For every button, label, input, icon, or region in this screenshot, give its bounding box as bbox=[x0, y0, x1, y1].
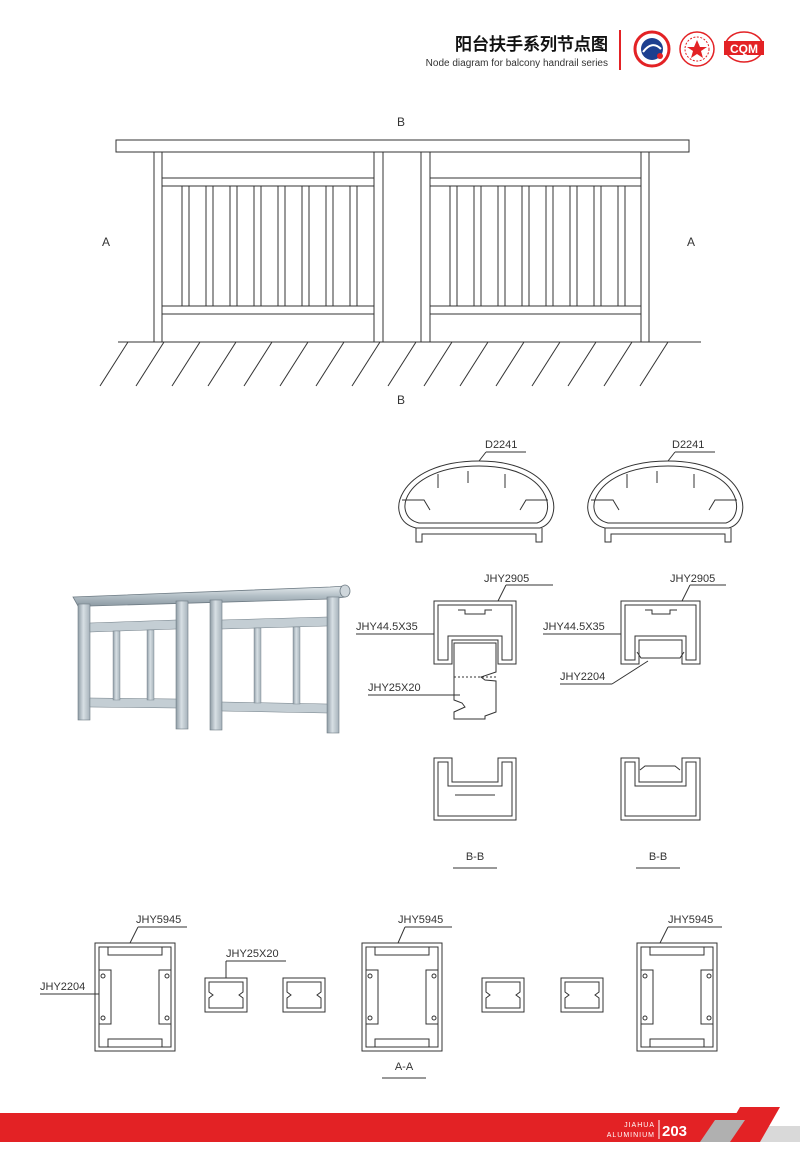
elevation-post-center-b bbox=[420, 151, 431, 343]
ground-hatch-line bbox=[207, 341, 237, 387]
label-d2241-left: D2241 bbox=[485, 439, 517, 451]
ground-hatch-line bbox=[315, 341, 345, 387]
page-number: 203 bbox=[662, 1123, 687, 1140]
railing-elevation: B B A A bbox=[99, 115, 701, 407]
quality-seal-icon bbox=[679, 31, 715, 67]
railing-3d-render bbox=[72, 584, 351, 734]
ground-hatch-line bbox=[279, 341, 309, 387]
label-jhy25x20-bottom: JHY25X20 bbox=[226, 948, 279, 960]
elevation-baluster bbox=[593, 185, 602, 307]
label-aa: A-A bbox=[395, 1061, 414, 1073]
page-title-cn: 阳台扶手系列节点图 bbox=[455, 34, 608, 55]
page-title-en: Node diagram for balcony handrail series bbox=[426, 58, 608, 69]
label-jhy5945-1: JHY5945 bbox=[136, 914, 181, 926]
ground-hatch-line bbox=[243, 341, 273, 387]
elevation-baluster bbox=[473, 185, 482, 307]
elevation-balusters bbox=[181, 185, 626, 307]
elevation-baluster bbox=[349, 185, 358, 307]
elevation-post-center-a bbox=[373, 151, 384, 343]
ground-hatch-line bbox=[387, 341, 417, 387]
elevation-baluster bbox=[449, 185, 458, 307]
elevation-handrail bbox=[115, 139, 690, 153]
ground-hatch-line bbox=[99, 341, 129, 387]
aa-insert-3 bbox=[481, 977, 525, 1013]
aa-insert-4 bbox=[560, 977, 604, 1013]
certification-logo-icon bbox=[633, 30, 671, 68]
section-label-a-left: A bbox=[102, 235, 110, 249]
d2241-profile-right: D2241 bbox=[587, 439, 744, 543]
aa-insert-1 bbox=[204, 977, 248, 1013]
label-bb-left: B-B bbox=[466, 851, 484, 863]
label-d2241-right: D2241 bbox=[672, 439, 704, 451]
section-label-a-right: A bbox=[687, 235, 695, 249]
label-jhy5945-2: JHY5945 bbox=[398, 914, 443, 926]
ground-hatch-line bbox=[351, 341, 381, 387]
label-jhy25x20-mid: JHY25X20 bbox=[368, 682, 421, 694]
page-header: 阳台扶手系列节点图 Node diagram for balcony handr… bbox=[426, 30, 764, 70]
elevation-baluster bbox=[181, 185, 190, 307]
ground-hatch-line bbox=[567, 341, 597, 387]
d2241-profiles: D2241 D2241 bbox=[398, 439, 744, 543]
aa-post-center bbox=[361, 942, 443, 1052]
elevation-baluster bbox=[545, 185, 554, 307]
ground-hatch-line bbox=[639, 341, 669, 387]
ground-hatch-line bbox=[459, 341, 489, 387]
elevation-bottom-rail-left bbox=[161, 305, 375, 315]
d2241-profile-left: D2241 bbox=[398, 439, 555, 543]
ground-hatch-line bbox=[135, 341, 165, 387]
footer-red-band bbox=[0, 1113, 740, 1142]
elevation-post-left bbox=[153, 151, 163, 343]
ground-hatching bbox=[99, 341, 669, 387]
elevation-baluster bbox=[521, 185, 530, 307]
elevation-post-right bbox=[640, 151, 650, 343]
page-footer: JIAHUA ALUMINIUM 203 bbox=[0, 1107, 800, 1142]
elevation-baluster bbox=[325, 185, 334, 307]
aa-section: JHY5945 JHY2204 JHY25X20 JHY5945 bbox=[40, 914, 722, 1079]
elevation-bottom-rail-right bbox=[429, 305, 642, 315]
ground-hatch-line bbox=[603, 341, 633, 387]
label-jhy5945-3: JHY5945 bbox=[668, 914, 713, 926]
elevation-top-rail-right bbox=[429, 177, 642, 187]
label-bb-right: B-B bbox=[649, 851, 667, 863]
label-jhy44-right: JHY44.5X35 bbox=[543, 621, 605, 633]
aa-post-left bbox=[94, 942, 176, 1052]
footer-brand-line1: JIAHUA bbox=[624, 1122, 655, 1129]
cqm-logo-text: CQM bbox=[730, 42, 758, 56]
label-jhy2204-bottom: JHY2204 bbox=[40, 981, 85, 993]
elevation-baluster bbox=[301, 185, 310, 307]
elevation-baluster bbox=[617, 185, 626, 307]
elevation-baluster bbox=[205, 185, 214, 307]
footer-brand-line2: ALUMINIUM bbox=[607, 1132, 655, 1139]
section-label-b-bottom: B bbox=[397, 393, 405, 407]
bb-section-right: JHY2905 JHY44.5X35 JHY2204 B-B bbox=[543, 573, 726, 869]
ground-hatch-line bbox=[495, 341, 525, 387]
aa-post-right bbox=[636, 942, 718, 1052]
elevation-baluster bbox=[253, 185, 262, 307]
label-jhy2905-right: JHY2905 bbox=[670, 573, 715, 585]
elevation-baluster bbox=[497, 185, 506, 307]
elevation-baluster bbox=[277, 185, 286, 307]
elevation-baluster bbox=[569, 185, 578, 307]
bb-section-left: JHY2905 JHY44.5X35 JHY25X20 B-B bbox=[356, 573, 553, 869]
label-jhy44-left: JHY44.5X35 bbox=[356, 621, 418, 633]
aa-insert-2 bbox=[282, 977, 326, 1013]
label-jhy2905-left: JHY2905 bbox=[484, 573, 529, 585]
ground-hatch-line bbox=[423, 341, 453, 387]
ground-hatch-line bbox=[531, 341, 561, 387]
label-jhy2204-mid: JHY2204 bbox=[560, 671, 605, 683]
elevation-baluster bbox=[229, 185, 238, 307]
elevation-top-rail-left bbox=[161, 177, 375, 187]
cqm-logo-icon: CQM bbox=[724, 31, 764, 63]
section-label-b-top: B bbox=[397, 115, 405, 129]
ground-hatch-line bbox=[171, 341, 201, 387]
